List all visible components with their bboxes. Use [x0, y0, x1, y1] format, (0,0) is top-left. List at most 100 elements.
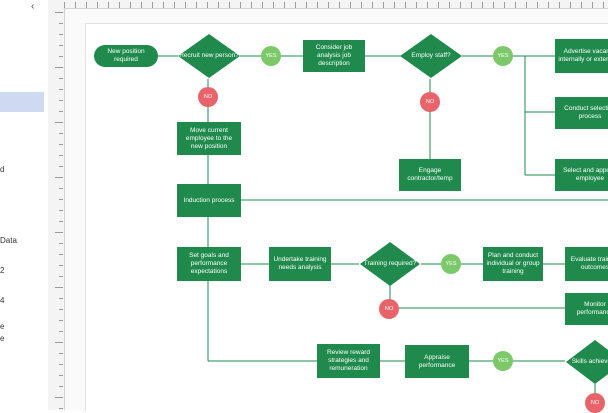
process-advertise[interactable]: Advertise vacancy internally or external…	[555, 39, 608, 73]
ruler-tick	[273, 2, 274, 8]
decision-employ-staff[interactable]: Employ staff?	[399, 33, 463, 79]
decision-recruit[interactable]: Recruit new person?	[177, 33, 241, 79]
ruler-tick	[59, 155, 63, 156]
yes-badge-training: YES	[441, 254, 461, 274]
panel-item-1[interactable]: d	[0, 165, 5, 174]
ruler-tick	[493, 2, 494, 8]
yes-badge-skills: YES	[493, 351, 513, 371]
ruler-tick	[55, 177, 63, 178]
ruler-tick	[240, 2, 241, 8]
ruler-tick	[97, 2, 98, 8]
ruler-tick	[59, 188, 63, 189]
process-monitor-performance[interactable]: Monitor performance	[565, 293, 608, 325]
ruler-tick	[64, 2, 65, 8]
process-induction[interactable]: Induction process	[177, 184, 241, 217]
ruler-tick	[460, 2, 461, 8]
ruler-tick	[394, 2, 395, 8]
panel-item-5[interactable]: e	[0, 322, 5, 331]
ruler-tick	[174, 2, 175, 8]
ruler-tick	[59, 386, 63, 387]
ruler-tick	[526, 2, 527, 8]
ruler-tick	[55, 287, 63, 288]
ruler-tick	[207, 2, 208, 8]
process-training-needs[interactable]: Undertake training needs analysis	[269, 247, 331, 281]
process-conduct-selection[interactable]: Conduct selection process	[555, 97, 608, 129]
ruler-tick	[59, 166, 63, 167]
process-evaluate-training[interactable]: Evaluate training outcomes	[565, 247, 608, 281]
ruler-tick	[163, 2, 164, 8]
process-select-appoint[interactable]: Select and appoint employee	[555, 159, 608, 191]
shapes-panel: ‹ d Data 2 4 e e	[0, 0, 49, 410]
ruler-tick	[570, 2, 571, 8]
ruler-tick	[59, 34, 63, 35]
ruler-tick	[59, 254, 63, 255]
ruler-tick	[306, 2, 307, 8]
ruler-tick	[59, 144, 63, 145]
decision-training-required[interactable]: Training required?	[359, 241, 421, 287]
ruler-tick	[59, 265, 63, 266]
ruler-tick	[108, 2, 109, 8]
ruler-tick	[383, 2, 384, 8]
ruler-tick	[59, 353, 63, 354]
panel-item-6[interactable]: e	[0, 334, 5, 343]
start-new-position[interactable]: New position required	[94, 45, 158, 67]
ruler-tick	[229, 2, 230, 8]
process-move-employee[interactable]: Move current employee to the new positio…	[177, 122, 241, 155]
ruler-tick	[59, 276, 63, 277]
ruler-tick	[59, 199, 63, 200]
process-set-goals[interactable]: Set goals and performance expectations	[177, 247, 241, 281]
ruler-tick	[55, 12, 63, 13]
panel-item-selected[interactable]	[0, 92, 44, 112]
ruler-tick	[59, 210, 63, 211]
ruler-tick	[317, 2, 318, 8]
ruler-tick	[295, 2, 296, 8]
ruler-tick	[59, 78, 63, 79]
process-appraise-performance[interactable]: Appraise performance	[405, 345, 469, 378]
ruler-tick	[130, 2, 131, 8]
ruler-tick	[75, 2, 76, 8]
ruler-tick	[449, 2, 450, 8]
ruler-tick	[416, 2, 417, 8]
ruler-tick	[515, 2, 516, 8]
ruler-tick	[218, 2, 219, 8]
decision-skills-achieved-label: Skills achieved?	[571, 358, 608, 365]
ruler-tick	[152, 2, 153, 8]
process-review-reward[interactable]: Review reward strategies and remuneratio…	[317, 344, 380, 378]
ruler-tick	[55, 67, 63, 68]
ruler-tick	[350, 2, 351, 8]
ruler-tick	[372, 2, 373, 8]
no-badge-training: NO	[379, 299, 399, 319]
ruler-tick	[59, 56, 63, 57]
decision-training-required-label: Training required?	[363, 260, 417, 267]
ruler-tick	[284, 2, 285, 8]
yes-badge-recruit: YES	[261, 46, 281, 66]
ruler-tick	[405, 2, 406, 8]
panel-item-4[interactable]: 4	[0, 296, 5, 305]
ruler-tick	[59, 309, 63, 310]
ruler-tick	[59, 221, 63, 222]
ruler-tick	[548, 2, 549, 8]
ruler-tick	[59, 298, 63, 299]
drawing-canvas[interactable]: New position required Recruit new person…	[65, 9, 608, 413]
decision-skills-achieved[interactable]: Skills achieved?	[565, 339, 608, 385]
panel-item-data[interactable]: Data	[0, 236, 17, 245]
ruler-tick	[482, 2, 483, 8]
no-badge-skills: NO	[585, 393, 605, 413]
decision-recruit-label: Recruit new person?	[179, 52, 239, 59]
ruler-tick	[537, 2, 538, 8]
process-plan-training[interactable]: Plan and conduct individual or group tra…	[483, 247, 543, 281]
ruler-tick	[581, 2, 582, 8]
ruler-tick	[59, 45, 63, 46]
chevron-left-icon[interactable]: ‹	[31, 1, 35, 12]
process-engage-contractor[interactable]: Engage contractor/temp	[399, 159, 461, 191]
ruler-tick	[59, 364, 63, 365]
ruler-tick	[361, 2, 362, 8]
ruler-tick	[339, 2, 340, 8]
ruler-tick	[141, 2, 142, 8]
ruler-tick	[504, 2, 505, 8]
ruler-tick	[59, 375, 63, 376]
ruler-tick	[55, 232, 63, 233]
process-job-analysis[interactable]: Consider job analysis job description	[303, 40, 365, 72]
panel-item-2[interactable]: 2	[0, 266, 5, 275]
ruler-tick	[262, 2, 263, 8]
